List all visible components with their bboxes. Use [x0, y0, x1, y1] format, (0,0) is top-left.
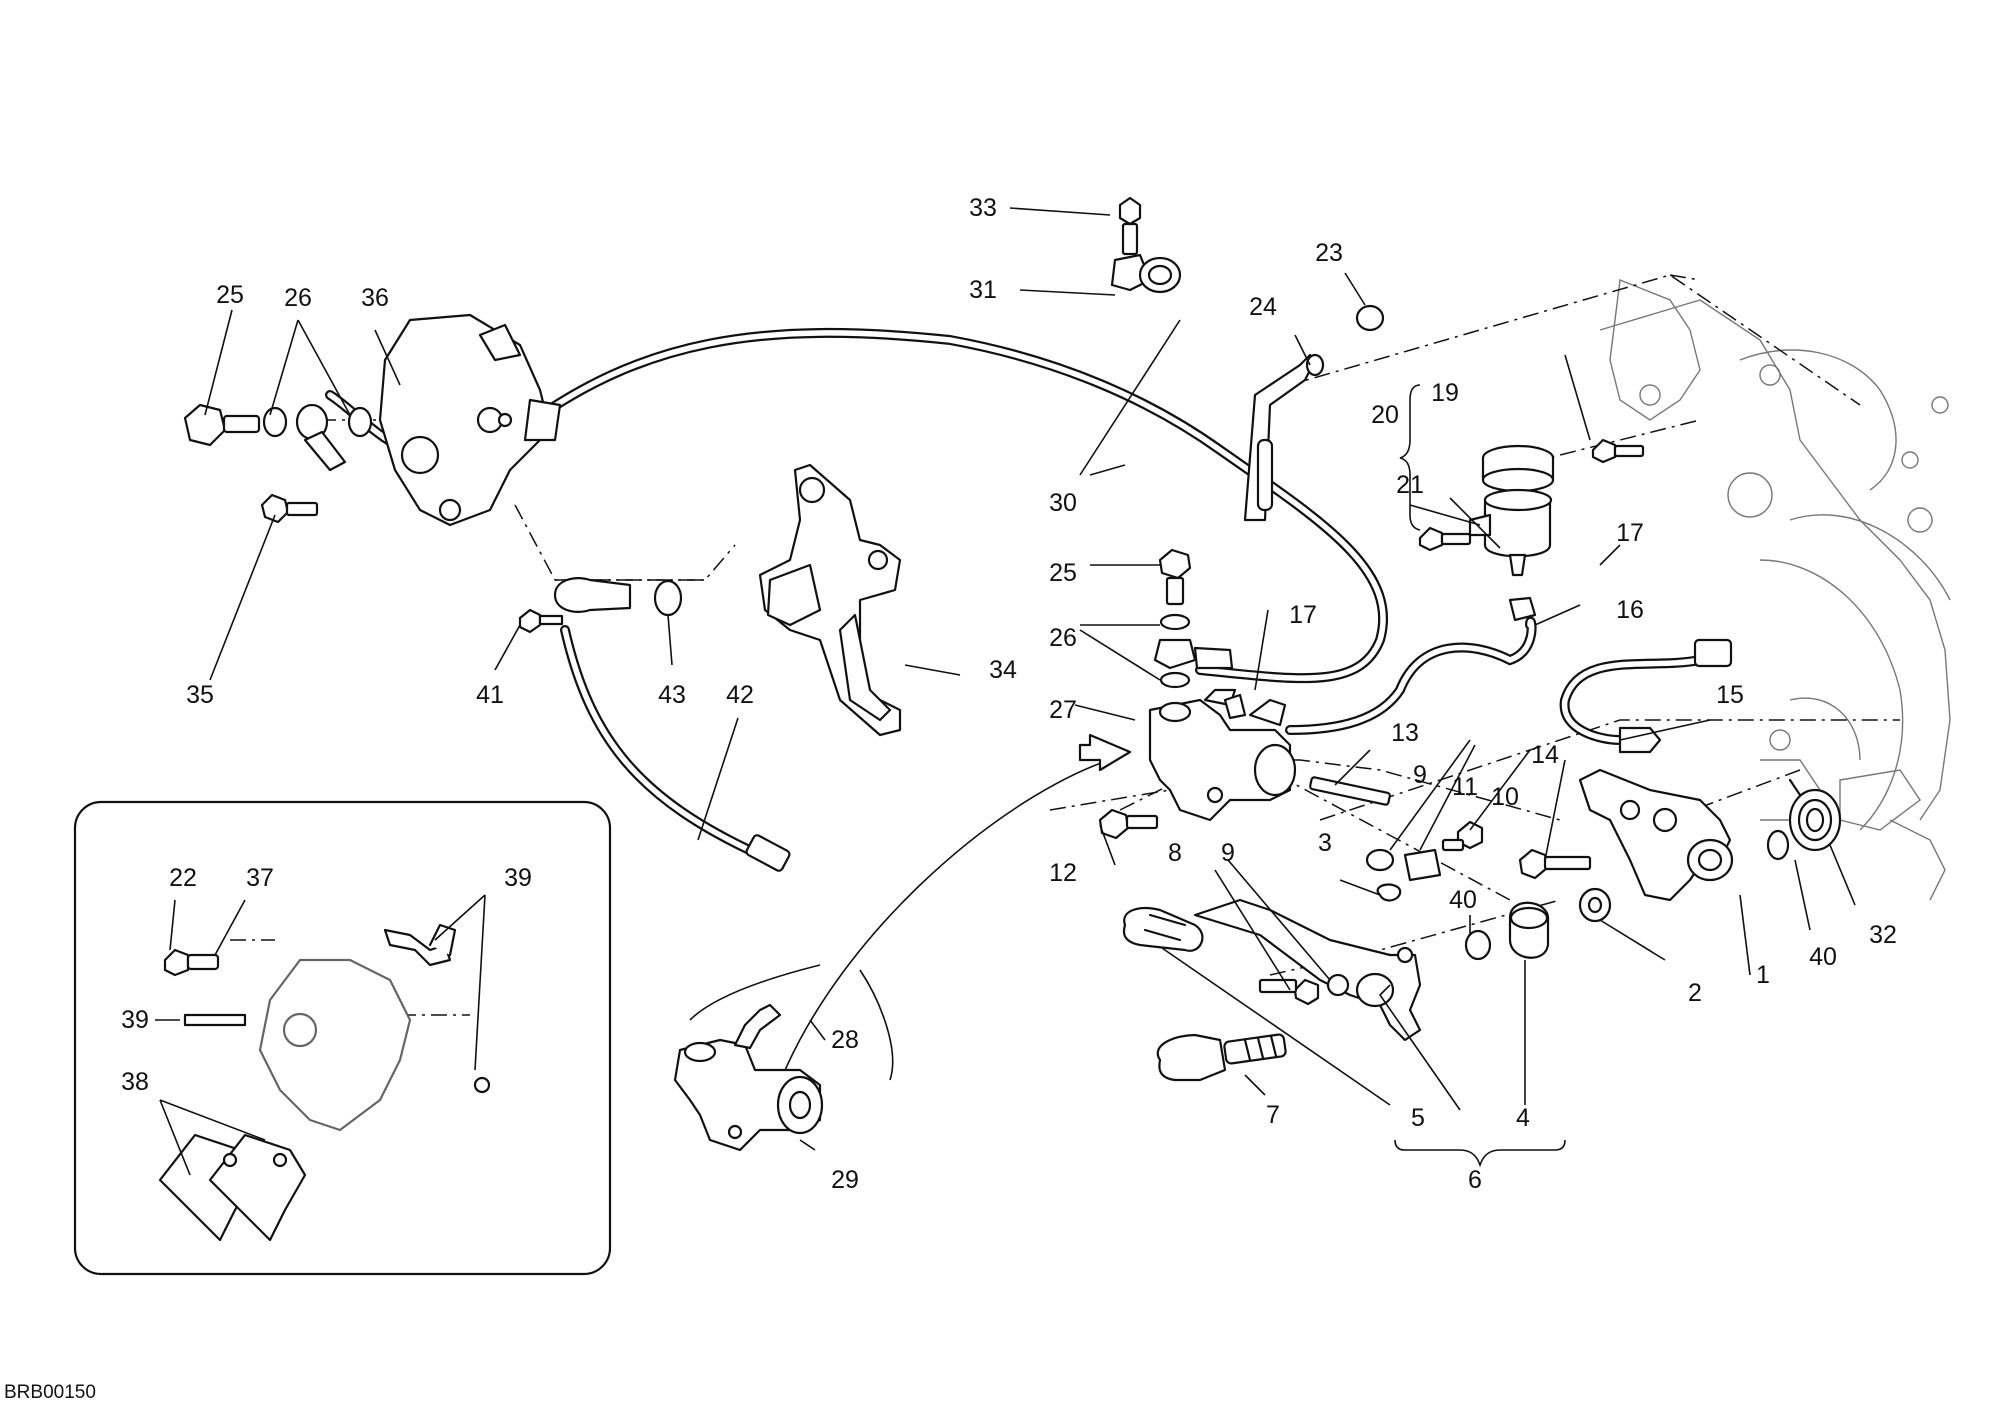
label-37: 37: [246, 864, 274, 892]
clamp-31: [1110, 196, 1182, 294]
reservoir-19: [1418, 438, 1645, 622]
label-39-top: 39: [504, 864, 532, 892]
label-28: 28: [831, 1026, 859, 1054]
label-38: 38: [121, 1068, 149, 1096]
spring-32: [1766, 778, 1842, 861]
label-11: 11: [1452, 773, 1478, 801]
label-34: 34: [989, 656, 1017, 684]
label-16: 16: [1616, 596, 1644, 624]
label-2: 2: [1688, 979, 1702, 1007]
brake-lever-6: [1122, 898, 1422, 1042]
detail-circle: [673, 964, 894, 1152]
clevis-11: [1365, 820, 1484, 902]
label-25-left: 25: [216, 281, 244, 309]
bolt-12: [1098, 776, 1391, 840]
label-23: 23: [1315, 239, 1343, 267]
sensor-cable-15: [1559, 638, 1733, 754]
pedal-1: [1518, 768, 1734, 902]
label-24: 24: [1249, 293, 1277, 321]
label-29: 29: [831, 1166, 859, 1194]
master-cylinder-27: [1148, 688, 1297, 822]
label-7: 7: [1266, 1101, 1280, 1129]
reference-code: BRB00150: [4, 1382, 96, 1403]
label-33: 33: [969, 194, 997, 222]
label-31: 31: [969, 276, 997, 304]
label-14: 14: [1531, 741, 1559, 769]
label-40-right: 40: [1809, 943, 1837, 971]
banjo-bolt-25-left: [183, 403, 373, 472]
speed-sensor: [518, 577, 683, 634]
label-10: 10: [1491, 783, 1519, 811]
label-5: 5: [1411, 1104, 1425, 1132]
label-12: 12: [1049, 859, 1077, 887]
label-19: 19: [1431, 379, 1459, 407]
label-9-lower: 9: [1221, 839, 1235, 867]
label-13: 13: [1391, 719, 1419, 747]
bracket-34: [758, 463, 902, 737]
footpeg-7: [1156, 1033, 1287, 1082]
bracket-24: [1243, 304, 1385, 522]
engine-outline: [1599, 279, 1951, 901]
label-17-right: 17: [1616, 519, 1644, 547]
label-40-center: 40: [1449, 886, 1477, 914]
sensor-cable-42: [560, 625, 791, 872]
reservoir-hose-16: [1285, 616, 1537, 735]
label-9-upper: 9: [1413, 761, 1427, 789]
bushes: [1464, 887, 1612, 961]
label-3: 3: [1318, 829, 1332, 857]
label-27: 27: [1049, 696, 1077, 724]
label-6: 6: [1468, 1166, 1482, 1194]
label-21: 21: [1396, 471, 1424, 499]
label-36: 36: [361, 284, 389, 312]
label-25-center: 25: [1049, 559, 1077, 587]
label-22: 22: [169, 864, 197, 892]
rear-caliper-36: [378, 313, 562, 527]
leader-lines: [155, 207, 1856, 1176]
label-30: 30: [1049, 489, 1077, 517]
label-17-center: 17: [1289, 601, 1317, 629]
label-20: 20: [1371, 401, 1399, 429]
label-43: 43: [658, 681, 686, 709]
label-1: 1: [1756, 961, 1770, 989]
label-42: 42: [726, 681, 754, 709]
banjo-bolt-25-center: [1153, 548, 1234, 689]
label-26-left: 26: [284, 284, 312, 312]
part-labels: 33 31 24 23 20 19 21 17 16 30 25 26 27 1…: [121, 194, 1897, 1194]
detail-arrow: [769, 733, 1132, 1111]
label-35: 35: [186, 681, 214, 709]
label-8: 8: [1168, 839, 1182, 867]
label-32: 32: [1869, 921, 1897, 949]
bolt-35: [260, 493, 319, 524]
label-15: 15: [1716, 681, 1744, 709]
label-4: 4: [1516, 1104, 1530, 1132]
label-41: 41: [476, 681, 504, 709]
label-26-center: 26: [1049, 624, 1077, 652]
label-39-left: 39: [121, 1006, 149, 1034]
